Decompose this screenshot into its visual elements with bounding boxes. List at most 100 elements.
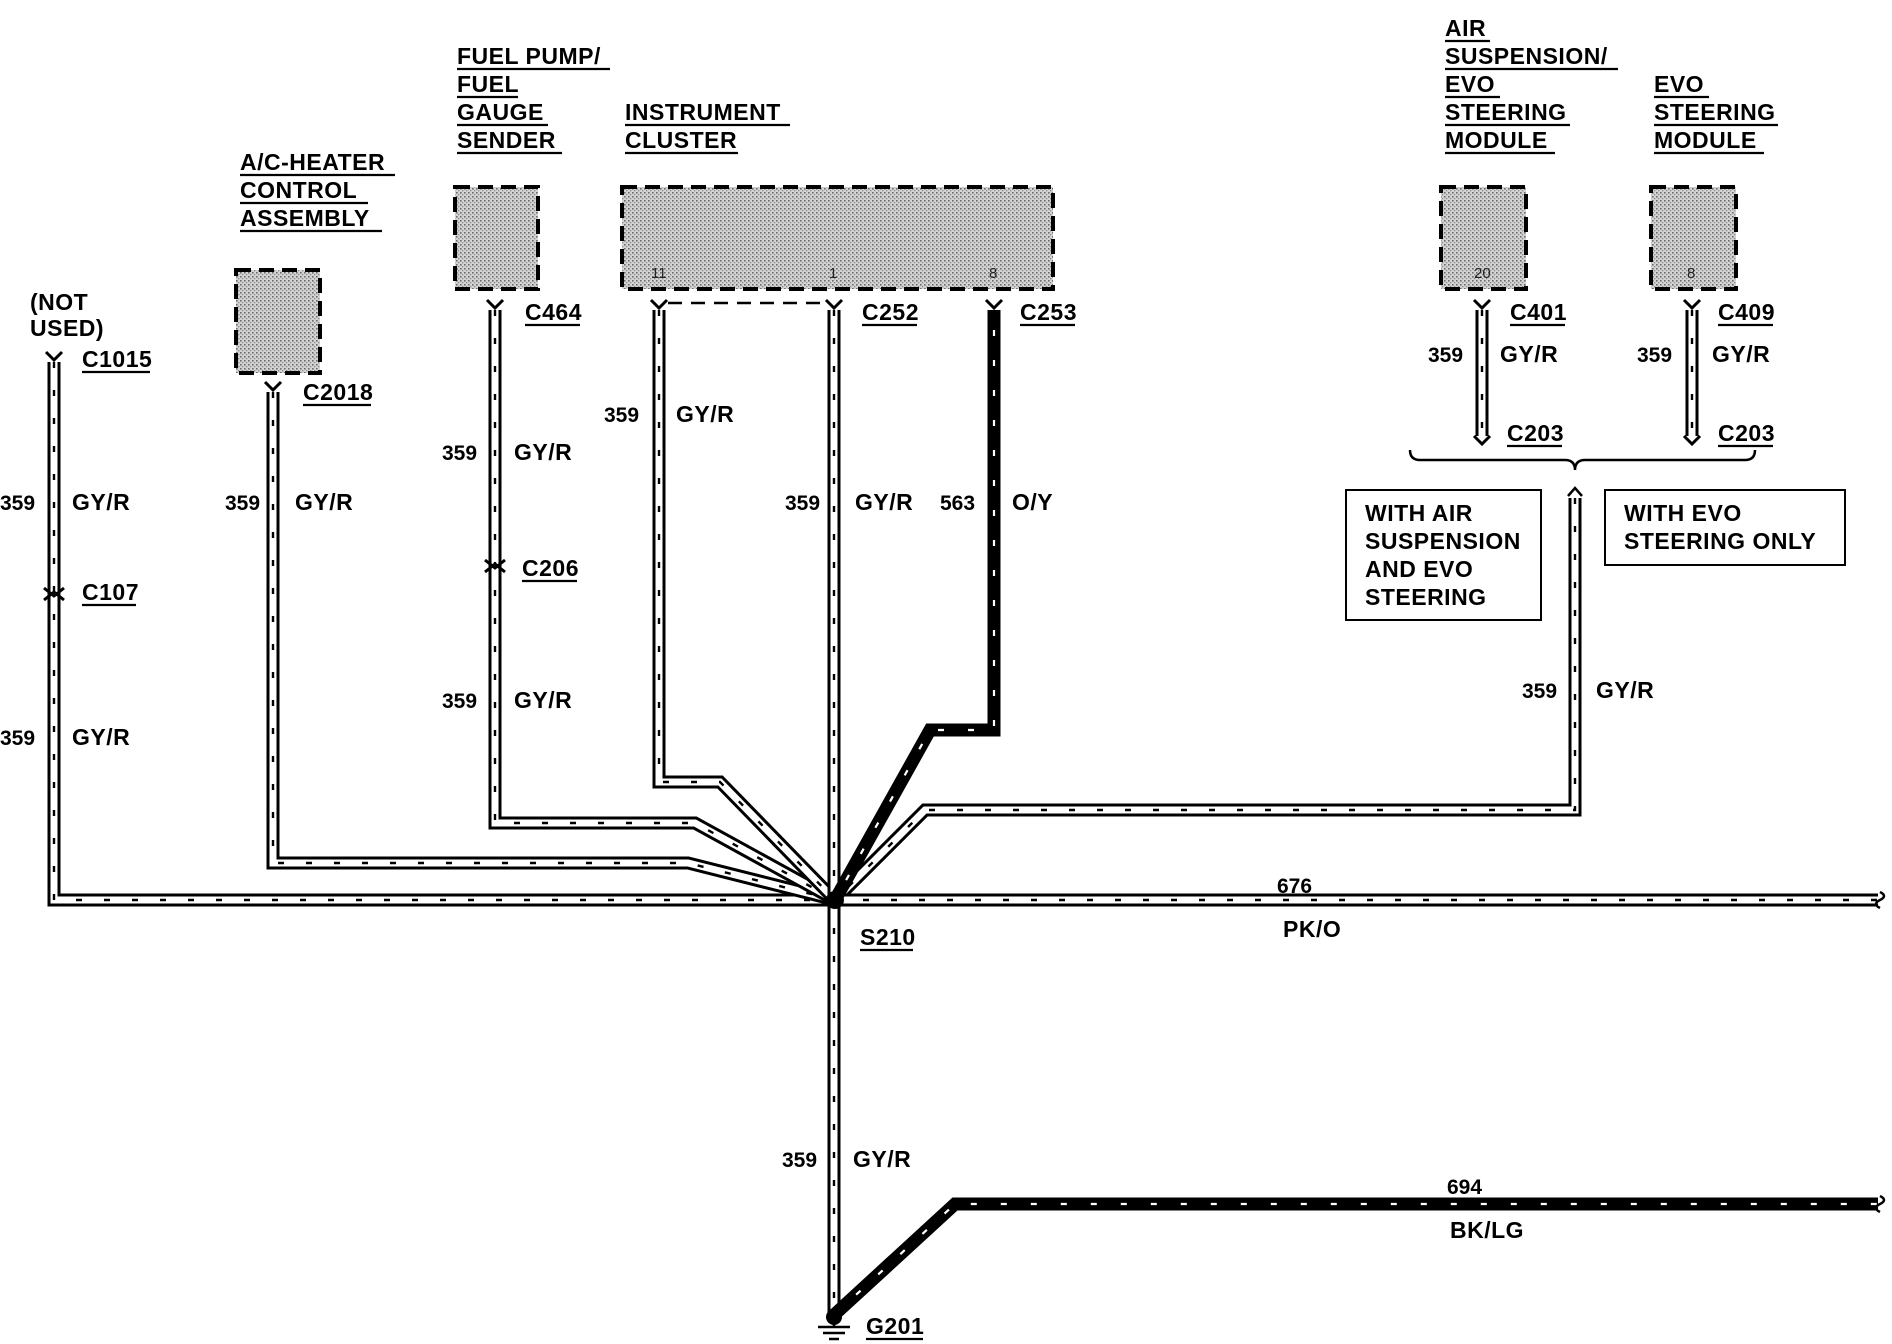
air-suspension-line-3: EVO <box>1445 71 1495 97</box>
wire-color-c464-upper: GY/R <box>514 439 572 465</box>
label-fuel-pump: FUEL PUMP/ FUEL GAUGE SENDER <box>457 43 610 155</box>
note-air-evo-line-3: AND EVO <box>1365 556 1473 582</box>
air-suspension-line-4: STEERING <box>1445 99 1567 125</box>
wire-number-cluster-11: 359 <box>604 404 639 427</box>
evo-steering-pin-8: 8 <box>1687 265 1695 282</box>
c203-brace <box>1408 449 1757 471</box>
connector-label-c203-left: C203 <box>1507 420 1564 446</box>
wire-number-cluster-1: 359 <box>785 492 820 515</box>
connector-labels: C1015 C107 C2018 C464 C206 C252 C253 C40… <box>82 299 1775 1341</box>
wire-number-c401: 359 <box>1428 344 1463 367</box>
ac-heater-line-3: ASSEMBLY <box>240 205 370 231</box>
wire-color-c409: GY/R <box>1712 341 1770 367</box>
connector-label-c2018: C2018 <box>303 379 373 405</box>
wire-number-c206-lower: 359 <box>442 690 477 713</box>
air-suspension-line-1: AIR <box>1445 15 1486 41</box>
wire-end-break-694-icon <box>1874 1194 1886 1214</box>
not-used-line-2: USED) <box>30 315 104 341</box>
instrument-cluster-line-2: CLUSTER <box>625 127 737 153</box>
ac-heater-line-2: CONTROL <box>240 177 357 203</box>
wire-number-ground: 359 <box>782 1149 817 1172</box>
wire-color-ground: GY/R <box>853 1146 911 1172</box>
connector-label-c1015: C1015 <box>82 346 152 372</box>
wire-number-563: 563 <box>940 492 975 515</box>
fuel-pump-line-1: FUEL PUMP/ <box>457 43 601 69</box>
wire-color-c1015-lower: GY/R <box>72 724 130 750</box>
connector-symbols <box>43 298 1702 602</box>
label-ac-heater: A/C-HEATER CONTROL ASSEMBLY <box>240 149 395 233</box>
cluster-pin-8: 8 <box>989 265 997 282</box>
air-suspension-line-5: MODULE <box>1445 127 1548 153</box>
label-air-suspension: AIR SUSPENSION/ EVO STEERING MODULE <box>1445 15 1618 155</box>
fuel-pump-sender-box <box>453 185 540 291</box>
connector-label-c203-right: C203 <box>1718 420 1775 446</box>
note-evo-only-line-2: STEERING ONLY <box>1624 528 1816 554</box>
connector-c464-icon <box>485 298 505 311</box>
evo-steering-line-1: EVO <box>1654 71 1704 97</box>
connector-c206-icon <box>484 558 506 574</box>
splice-label-s210: S210 <box>860 924 916 950</box>
air-suspension-line-2: SUSPENSION/ <box>1445 43 1608 69</box>
connector-c2018-icon <box>263 380 283 393</box>
wire-c1015-to-s210 <box>47 362 835 907</box>
wire-color-c2018: GY/R <box>295 489 353 515</box>
wire-number-c2018: 359 <box>225 492 260 515</box>
wire-number-676: 676 <box>1277 875 1312 898</box>
wire-number-c464-upper: 359 <box>442 442 477 465</box>
connector-c409-icon <box>1682 298 1702 311</box>
connector-c252-left-icon <box>649 298 669 311</box>
ac-heater-line-1: A/C-HEATER <box>240 149 385 175</box>
ground-label-g201: G201 <box>866 1313 924 1339</box>
wire-color-c401: GY/R <box>1500 341 1558 367</box>
note-evo-only-line-1: WITH EVO <box>1624 500 1742 526</box>
ground-symbol-icon <box>818 1309 850 1341</box>
wire-labels: 359 GY/R 359 GY/R 359 GY/R 359 GY/R 359 … <box>0 341 1770 1243</box>
fuel-pump-line-3: GAUGE <box>457 99 544 125</box>
wire-number-c1015-lower: 359 <box>0 727 35 750</box>
evo-steering-line-2: STEERING <box>1654 99 1776 125</box>
wire-number-694: 694 <box>1447 1176 1482 1199</box>
wire-number-c409: 359 <box>1637 344 1672 367</box>
connector-c203-left-icon <box>1472 434 1492 447</box>
connector-c253-icon <box>984 298 1004 311</box>
connector-c252-icon <box>824 298 844 311</box>
connector-label-c253: C253 <box>1020 299 1077 325</box>
connector-label-c401: C401 <box>1510 299 1567 325</box>
wire-number-c203-trunk: 359 <box>1522 680 1557 703</box>
fuel-pump-line-4: SENDER <box>457 127 556 153</box>
not-used-line-1: (NOT <box>30 289 88 315</box>
splice-s210-dot <box>826 891 844 909</box>
wire-color-bklg: BK/LG <box>1450 1217 1524 1243</box>
wire-end-break-676-icon <box>1874 890 1886 910</box>
air-suspension-module-box <box>1439 185 1528 291</box>
wire-color-cluster-1: GY/R <box>855 489 913 515</box>
wire-694-bklg <box>829 1197 1878 1320</box>
wire-color-oy: O/Y <box>1012 489 1053 515</box>
wire-cluster-pin11-to-s210 <box>652 310 840 905</box>
instrument-cluster-line-1: INSTRUMENT <box>625 99 781 125</box>
cluster-pin-1: 1 <box>829 265 837 282</box>
connector-c401-icon <box>1472 298 1492 311</box>
connector-label-c464: C464 <box>525 299 582 325</box>
label-instrument-cluster: INSTRUMENT CLUSTER <box>625 99 790 155</box>
wire-harness <box>47 301 1886 1341</box>
instrument-cluster-box <box>620 185 1055 291</box>
label-evo-steering: EVO STEERING MODULE <box>1654 71 1778 155</box>
connector-c107-icon <box>43 586 65 602</box>
connector-label-c206: C206 <box>522 555 579 581</box>
wire-c203-to-s210 <box>830 498 1582 905</box>
ac-heater-control-box <box>234 268 322 375</box>
note-air-evo-line-2: SUSPENSION <box>1365 528 1521 554</box>
connector-c1015-icon <box>44 350 64 363</box>
evo-steering-line-3: MODULE <box>1654 127 1757 153</box>
connector-label-c409: C409 <box>1718 299 1775 325</box>
wire-color-c206-lower: GY/R <box>514 687 572 713</box>
connector-label-c252: C252 <box>862 299 919 325</box>
note-air-evo-line-4: STEERING <box>1365 584 1487 610</box>
fuel-pump-line-2: FUEL <box>457 71 519 97</box>
air-suspension-pin-20: 20 <box>1474 265 1491 282</box>
wire-color-c203-trunk: GY/R <box>1596 677 1654 703</box>
note-air-and-evo: WITH AIR SUSPENSION AND EVO STEERING <box>1345 489 1542 621</box>
wire-563-oy <box>829 310 1001 904</box>
